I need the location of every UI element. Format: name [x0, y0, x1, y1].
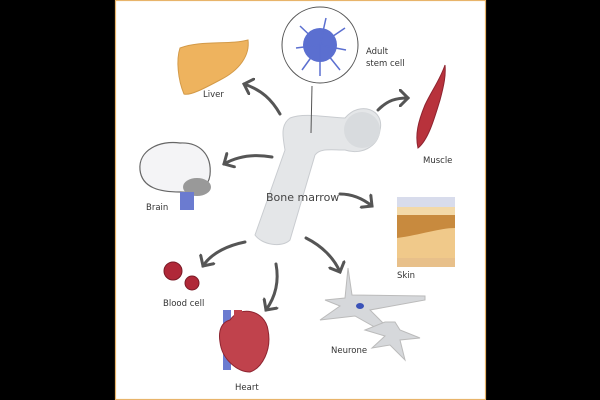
arrow-to-neurone: [304, 236, 340, 272]
arrow-to-skin: [338, 192, 372, 206]
neurone-label: Neurone: [331, 346, 367, 356]
stem-cell-label-line1: Adult: [366, 47, 389, 57]
muscle-icon: [416, 64, 446, 149]
heart-icon: [219, 310, 270, 373]
liver-label: Liver: [203, 90, 224, 100]
brain-icon: [139, 141, 211, 210]
arrow-to-heart: [266, 262, 279, 310]
skin-icon: [397, 197, 455, 267]
arrow-to-blood-cell: [203, 240, 247, 266]
bone-marrow-label: Bone marrow: [266, 191, 339, 204]
arrow-to-muscle: [376, 98, 408, 112]
arrow-to-liver: [244, 84, 282, 116]
stem-cell-pointer-line: [310, 85, 313, 134]
arrow-to-brain: [224, 156, 274, 164]
neurone-icon: [319, 267, 426, 362]
liver-icon: [177, 39, 249, 95]
brain-label: Brain: [146, 203, 168, 213]
stem-cell-icon: [281, 6, 359, 84]
skin-label: Skin: [397, 271, 415, 281]
blood-cell-label: Blood cell: [163, 299, 204, 309]
stem-cell-label-line2: stem cell: [366, 59, 405, 69]
blood-cell-icon: [163, 261, 200, 291]
heart-label: Heart: [235, 383, 259, 393]
muscle-label: Muscle: [423, 156, 452, 166]
bone-illustration: [254, 108, 382, 246]
